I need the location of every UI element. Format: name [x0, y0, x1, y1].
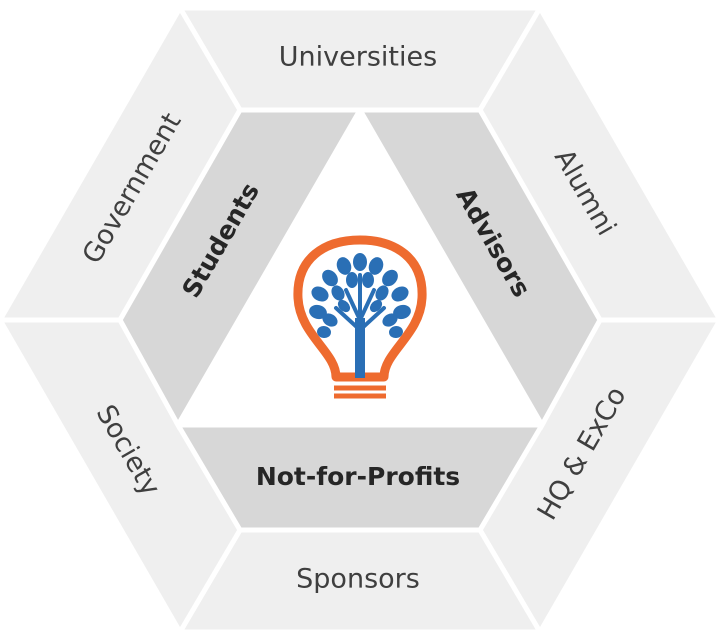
- label-sponsors: Sponsors: [296, 564, 420, 595]
- label-universities: Universities: [279, 42, 437, 73]
- tree-branches: [334, 273, 386, 332]
- tree-canopy: [309, 253, 411, 339]
- outer-ring: [0, 3, 724, 637]
- inner-segment-right: [355, 107, 603, 431]
- bulb-outline: [293, 235, 427, 382]
- label-not-for-profits: Not-for-Profits: [256, 462, 460, 491]
- tree-trunk: [355, 318, 365, 378]
- lightbulb-tree-icon: [293, 235, 427, 399]
